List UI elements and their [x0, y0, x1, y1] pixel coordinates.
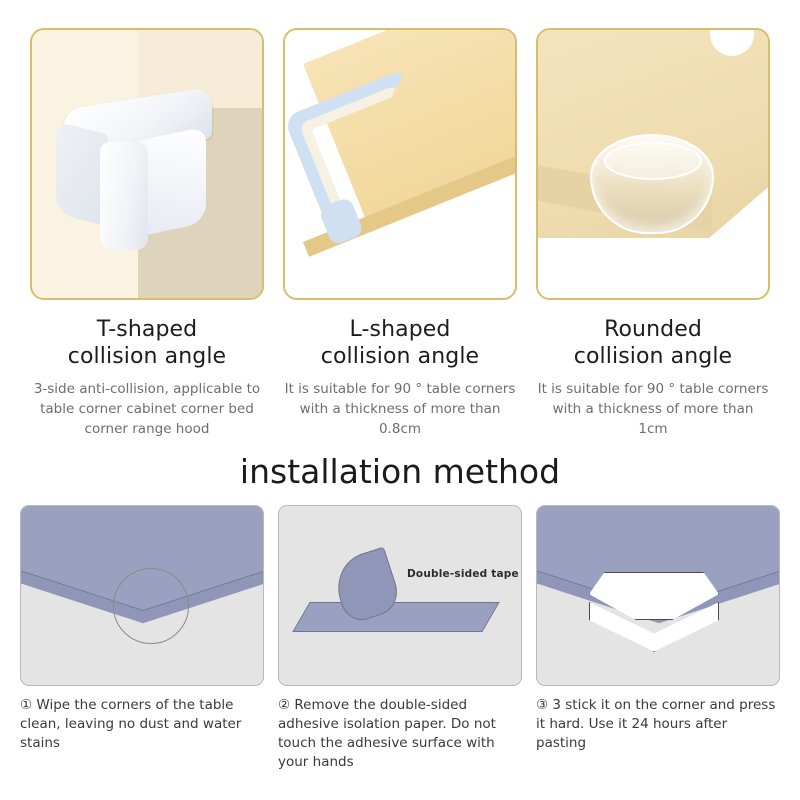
installation-method-heading: installation method: [239, 452, 561, 491]
product-variants-row: T-shaped collision angle 3-side anti-col…: [0, 28, 800, 439]
installation-steps-row: ① Wipe the corners of the table clean, l…: [0, 505, 800, 772]
product-title-line1: T-shaped: [96, 317, 198, 342]
product-photo-card: [30, 28, 264, 300]
product-photo-card: [536, 28, 770, 300]
bare-table-corner-diagram: [20, 505, 264, 686]
product-title: Rounded collision angle: [536, 316, 770, 370]
tape-strip-shape: [292, 602, 500, 632]
installation-step-3: ③ 3 stick it on the corner and press it …: [536, 505, 780, 772]
rounded-corner-guard-photo: [538, 30, 768, 298]
installed-corner-guard-shape: [589, 572, 719, 652]
product-title-line2: collision angle: [67, 344, 227, 369]
product-photo-card: [283, 28, 517, 300]
double-sided-tape-diagram: Double-sided tape: [278, 505, 522, 686]
l-shaped-corner-guard-photo: [285, 30, 515, 298]
product-title-line1: L-shaped: [349, 317, 451, 342]
product-card-t-shaped: T-shaped collision angle 3-side anti-col…: [30, 28, 264, 439]
product-title: L-shaped collision angle: [283, 316, 517, 370]
product-title-line2: collision angle: [573, 344, 733, 369]
rounded-guard-shape: [590, 134, 714, 234]
product-title-line1: Rounded: [604, 317, 702, 342]
product-title-line2: collision angle: [320, 344, 480, 369]
guard-stem-facet: [100, 142, 148, 250]
corner-highlight-circle: [113, 568, 189, 644]
product-description: 3-side anti-collision, applicable to tab…: [33, 381, 261, 437]
product-card-rounded: Rounded collision angle It is suitable f…: [536, 28, 770, 439]
product-title: T-shaped collision angle: [30, 316, 264, 370]
installation-step-caption: ③ 3 stick it on the corner and press it …: [536, 697, 776, 751]
t-shaped-corner-guard-photo: [32, 30, 262, 298]
guard-attached-corner-diagram: [536, 505, 780, 686]
installation-step-caption: ② Remove the double-sided adhesive isola…: [278, 697, 496, 770]
installation-step-caption: ① Wipe the corners of the table clean, l…: [20, 697, 242, 751]
installation-step-1: ① Wipe the corners of the table clean, l…: [20, 505, 264, 772]
installation-step-2: Double-sided tape ② Remove the double-si…: [278, 505, 522, 772]
t-shaped-guard-shape: [56, 86, 216, 250]
product-card-l-shaped: L-shaped collision angle It is suitable …: [283, 28, 517, 439]
product-description: It is suitable for 90 ° table corners wi…: [537, 381, 769, 437]
product-description: It is suitable for 90 ° table corners wi…: [284, 381, 516, 437]
double-sided-tape-label: Double-sided tape: [407, 568, 519, 580]
